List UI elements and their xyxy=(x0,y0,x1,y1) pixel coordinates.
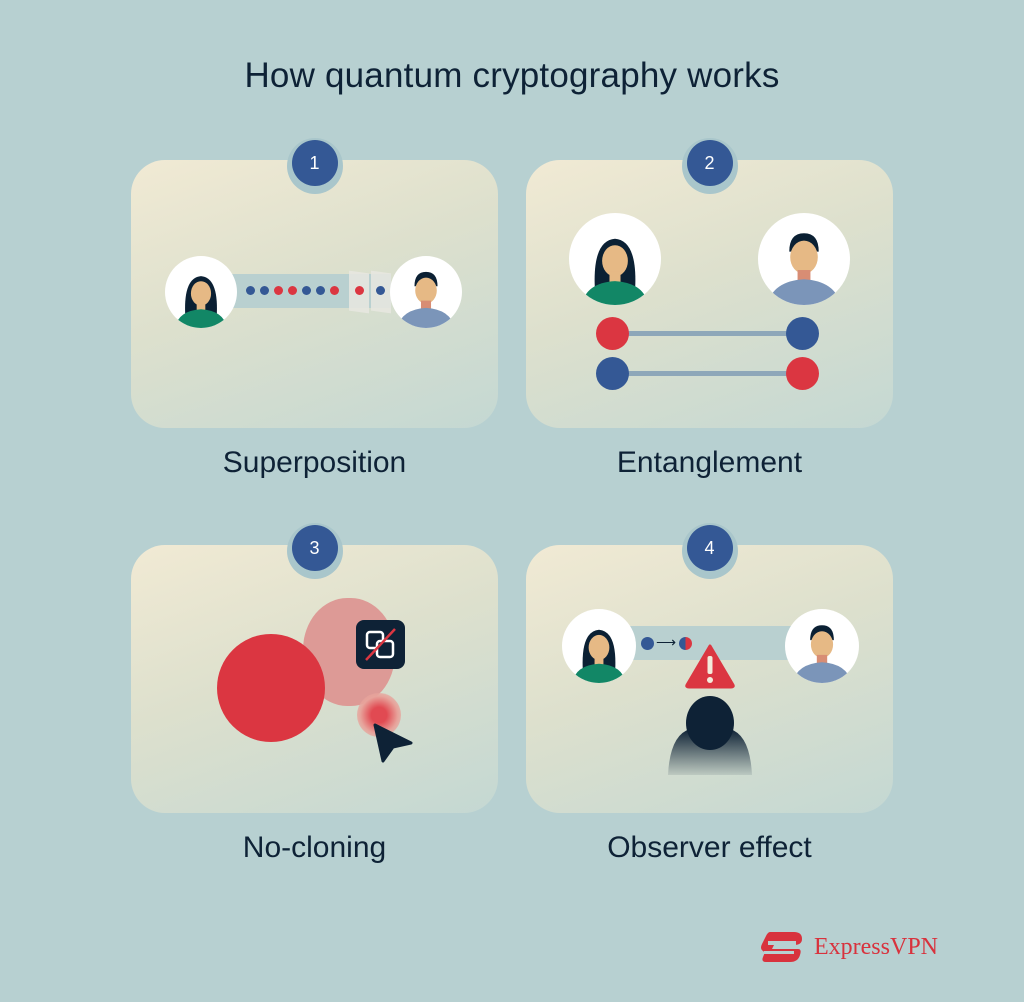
brand-name: ExpressVPN xyxy=(814,933,938,960)
avatar-bob xyxy=(785,609,859,683)
entanglement-link xyxy=(614,371,804,376)
photon-red xyxy=(288,286,297,295)
photon-disturbed xyxy=(679,637,692,650)
page-title: How quantum cryptography works xyxy=(244,56,780,95)
card-observer-effect: 4 ⟶ xyxy=(526,523,893,813)
step-label: Observer effect xyxy=(607,831,812,864)
step-badge-ring: 1 xyxy=(286,138,343,194)
step-label: Superposition xyxy=(222,446,407,479)
entanglement-link xyxy=(614,331,804,336)
avatar-alice xyxy=(562,609,636,683)
particle-blue xyxy=(596,357,629,390)
step-number-badge: 4 xyxy=(686,525,733,571)
avatar-bob xyxy=(758,213,850,305)
particle-red xyxy=(786,357,819,390)
photon-red xyxy=(274,286,283,295)
photon-blue xyxy=(260,286,269,295)
photon-blue xyxy=(376,286,385,295)
particle-red xyxy=(596,317,629,350)
cursor-icon xyxy=(373,723,413,763)
card-superposition: 1 xyxy=(131,138,498,428)
exclamation-triangle-icon xyxy=(685,644,735,689)
photon-blue xyxy=(246,286,255,295)
photon-red xyxy=(330,286,339,295)
step-badge-ring: 2 xyxy=(681,138,738,194)
step-number-badge: 2 xyxy=(686,140,733,186)
photon-red xyxy=(355,286,364,295)
expressvpn-logo: ExpressVPN xyxy=(760,930,938,964)
photon-blue xyxy=(302,286,311,295)
photon-blue xyxy=(316,286,325,295)
avatar-bob xyxy=(390,256,462,328)
avatar-alice xyxy=(165,256,237,328)
eavesdropper-icon xyxy=(668,696,752,775)
step-number-badge: 3 xyxy=(291,525,338,571)
no-copy-icon xyxy=(356,620,405,669)
arrow-right-icon: ⟶ xyxy=(656,634,677,650)
expressvpn-logo-icon xyxy=(761,932,802,962)
particle-blue xyxy=(786,317,819,350)
step-badge-ring: 4 xyxy=(681,523,738,579)
step-label: Entanglement xyxy=(616,446,803,479)
card-no-cloning: 3 xyxy=(131,523,498,813)
step-badge-ring: 3 xyxy=(286,523,343,579)
step-number-badge: 1 xyxy=(291,140,338,186)
photon-blue xyxy=(641,637,654,650)
card-entanglement: 2 xyxy=(526,138,893,428)
quantum-state-circle xyxy=(217,634,325,742)
avatar-alice xyxy=(569,213,661,305)
step-label: No-cloning xyxy=(242,831,387,864)
